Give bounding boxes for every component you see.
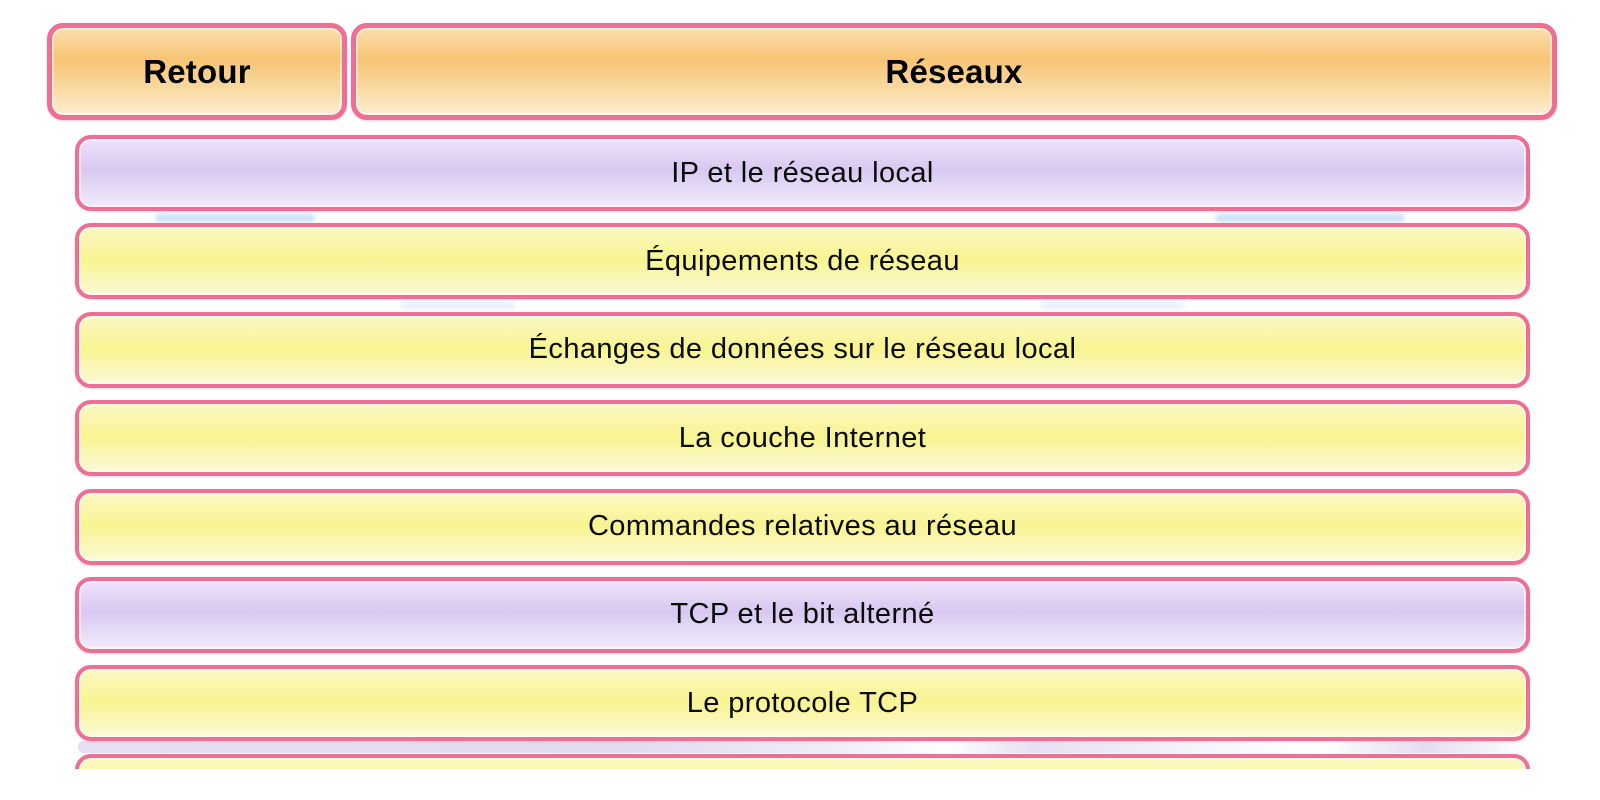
compression-artifact <box>1215 214 1405 222</box>
list-item-equipements-reseau[interactable]: Équipements de réseau <box>75 223 1530 300</box>
page-title-label: Réseaux <box>885 52 1023 90</box>
list-item-label: Équipements de réseau <box>645 244 960 277</box>
bottom-white-strip <box>0 769 1600 800</box>
list-item-echanges-donnees[interactable]: Échanges de données sur le réseau local <box>75 311 1530 388</box>
list-item-label: TCP et le bit alterné <box>670 598 935 631</box>
list-item-label: Le protocole TCP <box>686 686 919 719</box>
list-item-label: La couche Internet <box>678 421 927 454</box>
back-button[interactable]: Retour <box>47 23 347 120</box>
list-item-label: IP et le réseau local <box>671 156 934 189</box>
compression-artifact <box>155 214 315 222</box>
list-item-label: Échanges de données sur le réseau local <box>528 333 1077 366</box>
list-item-protocole-tcp[interactable]: Le protocole TCP <box>75 665 1530 742</box>
compression-artifact <box>1040 302 1185 309</box>
list-item-ip-reseau-local[interactable]: IP et le réseau local <box>75 135 1530 211</box>
list-item-couche-internet[interactable]: La couche Internet <box>75 400 1530 477</box>
compression-artifact <box>400 302 515 309</box>
list-item-tcp-bit-alterne[interactable]: TCP et le bit alterné <box>75 576 1530 653</box>
compression-artifact-band <box>78 741 1526 753</box>
list-item-commandes-reseau[interactable]: Commandes relatives au réseau <box>75 488 1530 565</box>
back-button-label: Retour <box>143 52 251 90</box>
list-item-label: Commandes relatives au réseau <box>587 510 1018 543</box>
topic-list: IP et le réseau local Équipements de rés… <box>75 135 1530 800</box>
page-title: Réseaux <box>351 23 1557 120</box>
